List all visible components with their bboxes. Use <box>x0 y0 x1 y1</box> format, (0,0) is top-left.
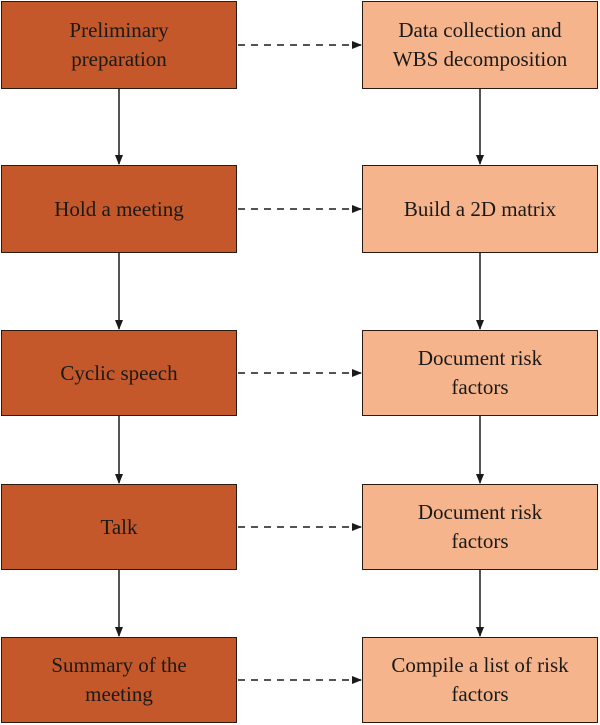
main-step-label: Hold a meeting <box>54 196 184 221</box>
detail-step-label: Compile a list of risk factors <box>391 653 569 706</box>
main-step-box: Cyclic speech <box>1 330 237 416</box>
main-step-label: Preliminary preparation <box>69 18 169 71</box>
detail-step-label: Data collection and WBS decomposition <box>392 18 568 71</box>
detail-step-box: Build a 2D matrix <box>362 165 598 253</box>
main-step-box: Hold a meeting <box>1 165 237 253</box>
main-step-label: Summary of the meeting <box>51 653 187 706</box>
main-step-label: Talk <box>100 514 138 539</box>
detail-step-box: Document risk factors <box>362 330 598 416</box>
detail-step-box: Document risk factors <box>362 484 598 570</box>
detail-step-box: Compile a list of risk factors <box>362 637 598 723</box>
main-step-box: Talk <box>1 484 237 570</box>
detail-step-label: Document risk factors <box>417 500 543 553</box>
detail-step-label: Document risk factors <box>417 346 543 399</box>
detail-step-box: Data collection and WBS decomposition <box>362 1 598 89</box>
main-step-box: Summary of the meeting <box>1 637 237 723</box>
detail-step-label: Build a 2D matrix <box>403 196 557 221</box>
main-step-label: Cyclic speech <box>60 360 178 385</box>
main-step-box: Preliminary preparation <box>1 1 237 89</box>
